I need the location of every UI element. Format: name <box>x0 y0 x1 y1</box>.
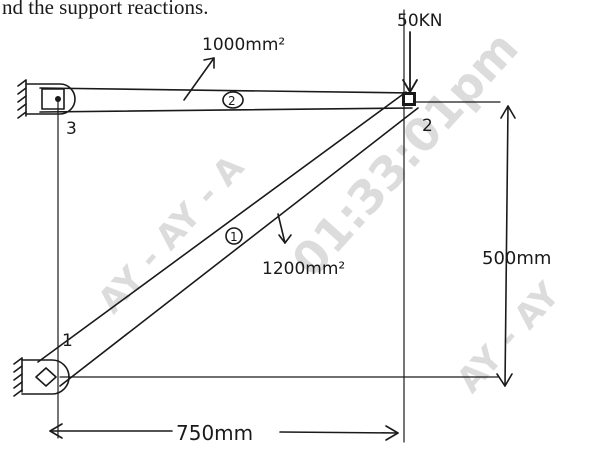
watermark-text-a: AY - AY - A <box>91 147 253 321</box>
area-member-1-label: 1200mm² <box>262 259 345 279</box>
watermark-text-c: AY - AY <box>449 275 568 401</box>
pin-node-3 <box>55 96 61 102</box>
area-member-2-label: 1000mm² <box>202 35 285 55</box>
node-1-label: 1 <box>62 331 73 351</box>
area-2-arrow <box>183 57 215 101</box>
node-2-label: 2 <box>422 116 433 136</box>
header-text: nd the support reactions. <box>2 0 208 19</box>
watermark: AY - AY - A 01:33:01pm AY - AY <box>91 21 569 401</box>
dim-horizontal-arrow <box>49 423 399 441</box>
load-label: 50KN <box>397 11 443 31</box>
area-1-arrow <box>277 213 292 244</box>
support-node-3 <box>17 79 76 119</box>
dim-vertical-label: 500mm <box>482 248 551 269</box>
member-1-label: 1 <box>230 230 238 244</box>
member-2-label-circle <box>222 91 244 109</box>
member-2 <box>39 87 413 113</box>
dim-vertical-arrow <box>496 105 516 387</box>
member-1 <box>37 91 419 387</box>
joint-2 <box>402 92 416 106</box>
member-2-label: 2 <box>228 94 236 108</box>
load-arrow <box>402 31 418 93</box>
support-node-1 <box>13 357 70 397</box>
member-1-label-circle <box>225 227 243 245</box>
dim-horizontal-label: 750mm <box>176 421 253 445</box>
guide-lines <box>57 9 501 443</box>
node-3-label: 3 <box>66 119 77 139</box>
